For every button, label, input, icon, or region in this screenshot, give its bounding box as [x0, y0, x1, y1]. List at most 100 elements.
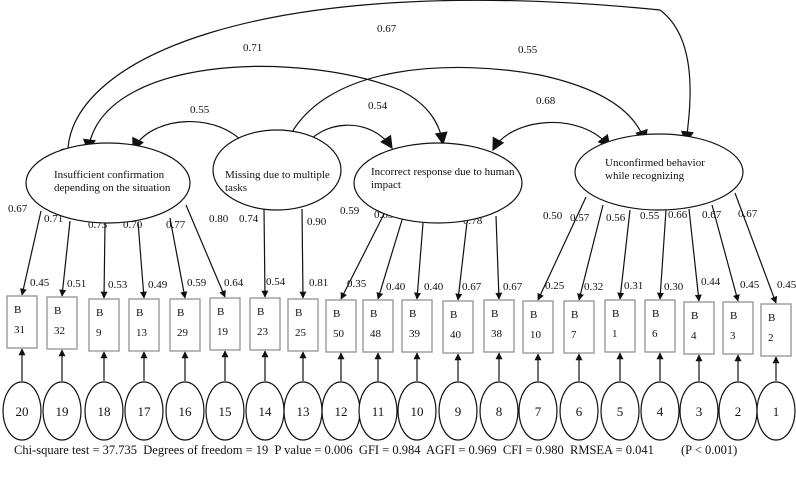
loading-arrow	[376, 219, 403, 300]
factor-ellipse-f4	[574, 133, 744, 211]
loading-paths: 0.670.450.710.510.730.530.700.490.770.59…	[8, 192, 796, 304]
error-term	[518, 381, 558, 441]
error-label: 18	[98, 404, 111, 419]
indicator-prefix: B	[295, 307, 302, 319]
indicator-box	[442, 300, 474, 354]
fit-statistics: Chi-square test = 37.735 Degrees of free…	[0, 443, 796, 488]
indicator-box	[325, 299, 357, 353]
indicator-prefix: B	[730, 310, 737, 322]
factor-label-f1: depending on the situation	[54, 182, 171, 194]
indicator-item: 13	[136, 327, 148, 339]
indicator-prefix: B	[450, 309, 457, 321]
loading-label: 0.67	[8, 203, 28, 215]
indicator-box	[683, 301, 715, 355]
corr-f2-f3-label: 0.54	[368, 100, 388, 112]
r2-label: 0.30	[664, 281, 684, 293]
indicator-box	[760, 303, 792, 357]
loading-arrow	[577, 204, 604, 301]
factor-label-f2: tasks	[225, 182, 247, 194]
indicator-box	[401, 299, 433, 353]
fit-stats-text: Chi-square test = 37.735 Degrees of free…	[14, 443, 654, 457]
error-label: 11	[372, 404, 385, 419]
factor-label-f4: Unconfirmed behavior	[605, 157, 705, 169]
error-label: 5	[617, 404, 624, 419]
indicator-boxes: B31B32B9B13B29B19B23B25B50B48B39B40B38B1…	[6, 295, 792, 357]
error-label: 20	[16, 404, 29, 419]
indicator-box	[563, 300, 595, 354]
indicator-prefix: B	[136, 307, 143, 319]
corr-f1-f3-arc	[83, 65, 448, 153]
r2-label: 0.40	[386, 281, 406, 293]
indicator-box	[362, 299, 394, 353]
r2-label: 0.32	[584, 281, 603, 293]
loading-label: 0.77	[166, 219, 186, 231]
indicator-item: 39	[409, 328, 421, 340]
loading-arrow	[19, 210, 42, 296]
r2-label: 0.64	[224, 277, 244, 289]
indicator-prefix: B	[612, 308, 619, 320]
indicator-box	[287, 298, 319, 352]
loading-arrow	[59, 220, 71, 297]
corr-f2-f4-arc	[283, 66, 648, 148]
factor-label-f2: Missing due to multiple	[225, 169, 330, 181]
r2-label: 0.49	[148, 279, 168, 291]
factor-ellipse-f2	[212, 129, 342, 211]
loading-arrow	[185, 204, 226, 298]
loading-label: 0.67	[738, 208, 758, 220]
factor-ellipse-f1	[25, 142, 191, 224]
error-label: 9	[455, 404, 462, 419]
loading-label: 0.66	[668, 209, 688, 221]
factor-label-f3: Incorrect response due to human	[371, 166, 515, 178]
error-term	[124, 381, 164, 441]
indicator-prefix: B	[530, 309, 537, 321]
error-term	[438, 381, 478, 441]
indicator-prefix: B	[217, 306, 224, 318]
indicator-box	[483, 299, 515, 353]
indicator-box	[604, 299, 636, 353]
indicator-prefix: B	[54, 305, 61, 317]
r2-label: 0.67	[503, 281, 523, 293]
loading-label: 0.67	[702, 209, 722, 221]
loading-arrow	[688, 208, 702, 302]
r2-label: 0.51	[67, 278, 86, 290]
error-label: 3	[696, 404, 703, 419]
error-label: 10	[411, 404, 424, 419]
loading-label: 0.80	[209, 213, 229, 225]
corr-f1-f3-label: 0.71	[243, 42, 262, 54]
loading-label: 0.59	[340, 205, 360, 217]
factor-label-f3: impact	[371, 179, 401, 191]
error-label: 15	[219, 404, 232, 419]
corr-f1-f4-label: 0.67	[377, 23, 397, 35]
loading-label: 0.55	[640, 210, 660, 222]
indicator-item: 6	[652, 328, 658, 340]
corr-f3-f4-arc	[492, 121, 611, 152]
indicator-box	[169, 298, 201, 352]
indicator-prefix: B	[96, 307, 103, 319]
indicator-prefix: B	[571, 309, 578, 321]
loading-arrow	[340, 213, 385, 300]
loading-arrow	[414, 222, 424, 300]
error-term	[756, 381, 796, 441]
indicator-prefix: B	[14, 304, 21, 316]
indicator-item: 31	[14, 324, 25, 336]
error-label: 7	[535, 404, 542, 419]
loading-arrow	[169, 217, 188, 299]
indicator-item: 4	[691, 330, 697, 342]
error-term	[358, 381, 398, 441]
loading-label: 0.57	[570, 212, 590, 224]
indicator-item: 2	[768, 332, 774, 344]
indicator-item: 25	[295, 327, 307, 339]
loading-label: 0.90	[307, 216, 327, 228]
indicator-prefix: B	[257, 306, 264, 318]
indicator-prefix: B	[491, 308, 498, 320]
indicator-item: 50	[333, 328, 345, 340]
r2-label: 0.45	[30, 277, 50, 289]
indicator-item: 3	[730, 330, 736, 342]
loading-label: 0.71	[44, 213, 63, 225]
loading-arrow	[711, 204, 740, 302]
indicator-item: 38	[491, 328, 503, 340]
loading-arrow	[734, 192, 778, 304]
